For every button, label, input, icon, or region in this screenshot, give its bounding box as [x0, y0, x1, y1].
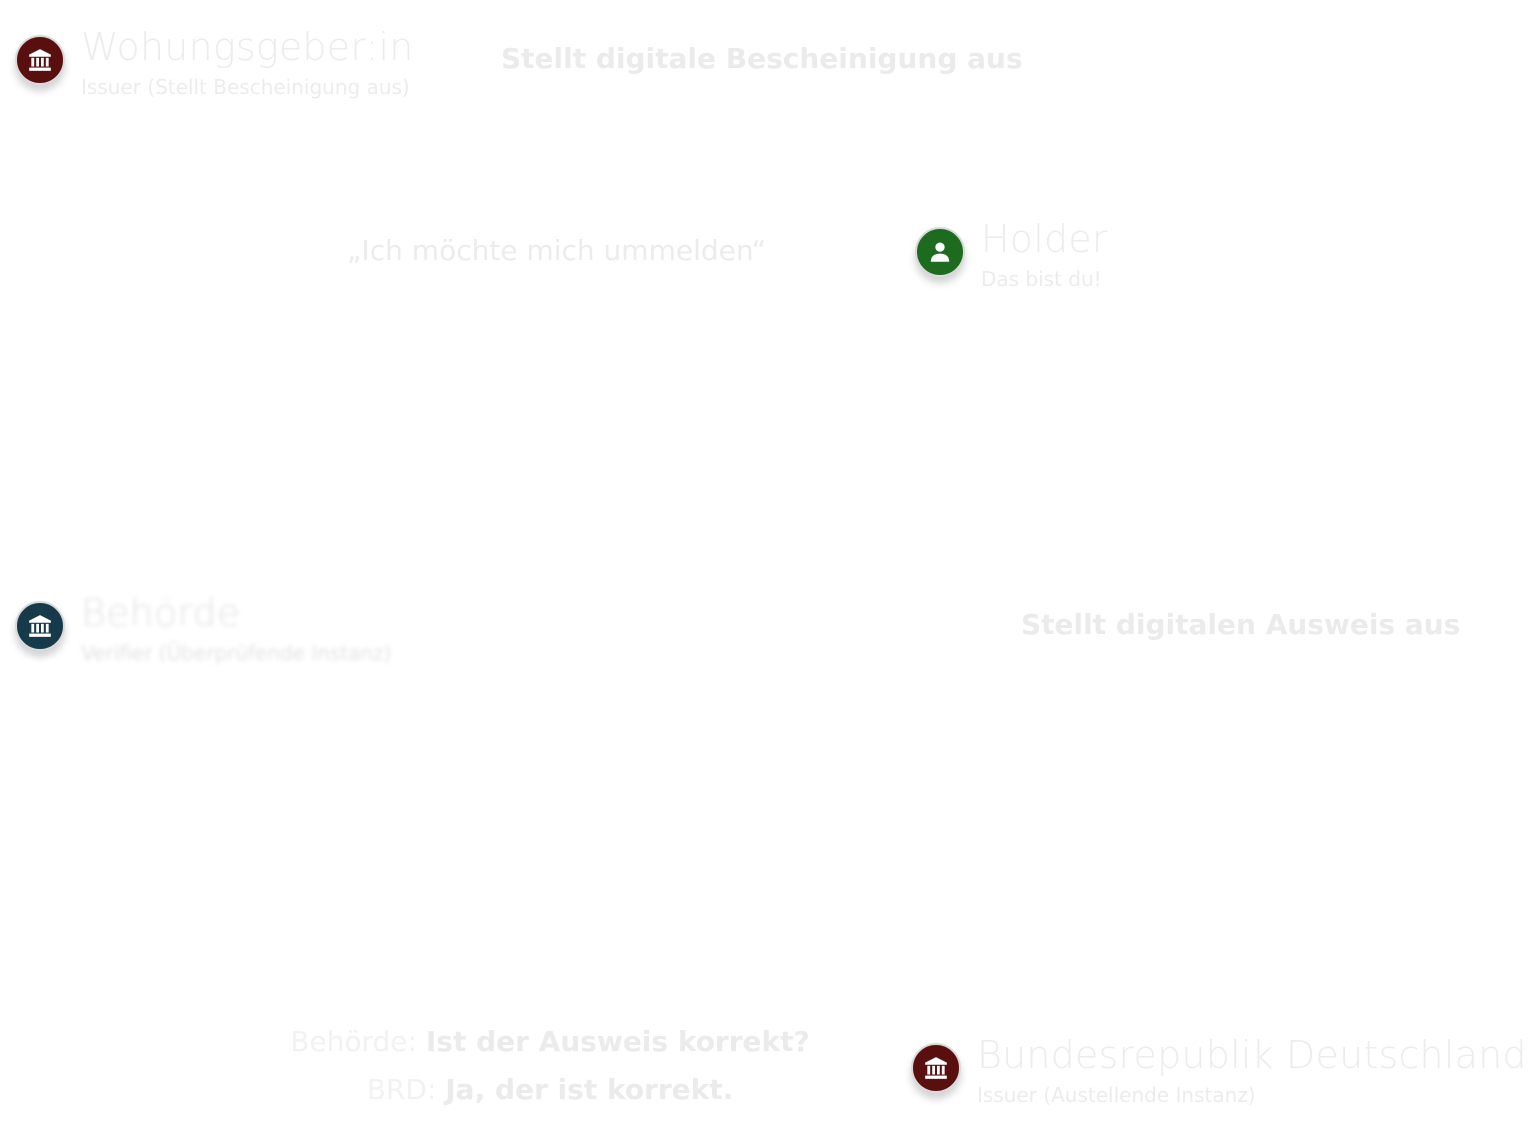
- node-title: Bundesrepublik Deutschland: [977, 1033, 1527, 1077]
- dialog-line-question: Behörde: Ist der Ausweis korrekt?: [250, 1025, 850, 1058]
- bank-icon: [15, 601, 65, 651]
- dialog-speaker: Behörde:: [290, 1025, 417, 1058]
- node-subtitle: Issuer (Austellende Instanz): [977, 1083, 1256, 1107]
- edge-label-federal-issue: Stellt digitalen Ausweis aus: [1021, 608, 1461, 641]
- bank-icon: [911, 1043, 961, 1093]
- bank-icon: [15, 35, 65, 85]
- user-icon: [915, 227, 965, 277]
- node-subtitle: Das bist du!: [981, 267, 1102, 291]
- dialog-text: Ja, der ist korrekt.: [445, 1073, 734, 1106]
- node-title: Behörde: [81, 591, 241, 635]
- node-subtitle: Issuer (Stellt Bescheinigung aus): [81, 75, 410, 99]
- edge-label-landlord-issue: Stellt digitale Bescheinigung aus: [501, 42, 1023, 75]
- edge-label-holder-request: „Ich möchte mich ummelden“: [347, 234, 767, 267]
- node-title: Wohungsgeber:in: [81, 25, 414, 69]
- dialog-text: Ist der Ausweis korrekt?: [425, 1025, 810, 1058]
- dialog-line-answer: BRD: Ja, der ist korrekt.: [250, 1073, 850, 1106]
- node-subtitle: Verifier (Überprüfende Instanz): [81, 641, 392, 665]
- dialog-speaker: BRD:: [366, 1073, 437, 1106]
- node-title: Holder: [981, 217, 1108, 261]
